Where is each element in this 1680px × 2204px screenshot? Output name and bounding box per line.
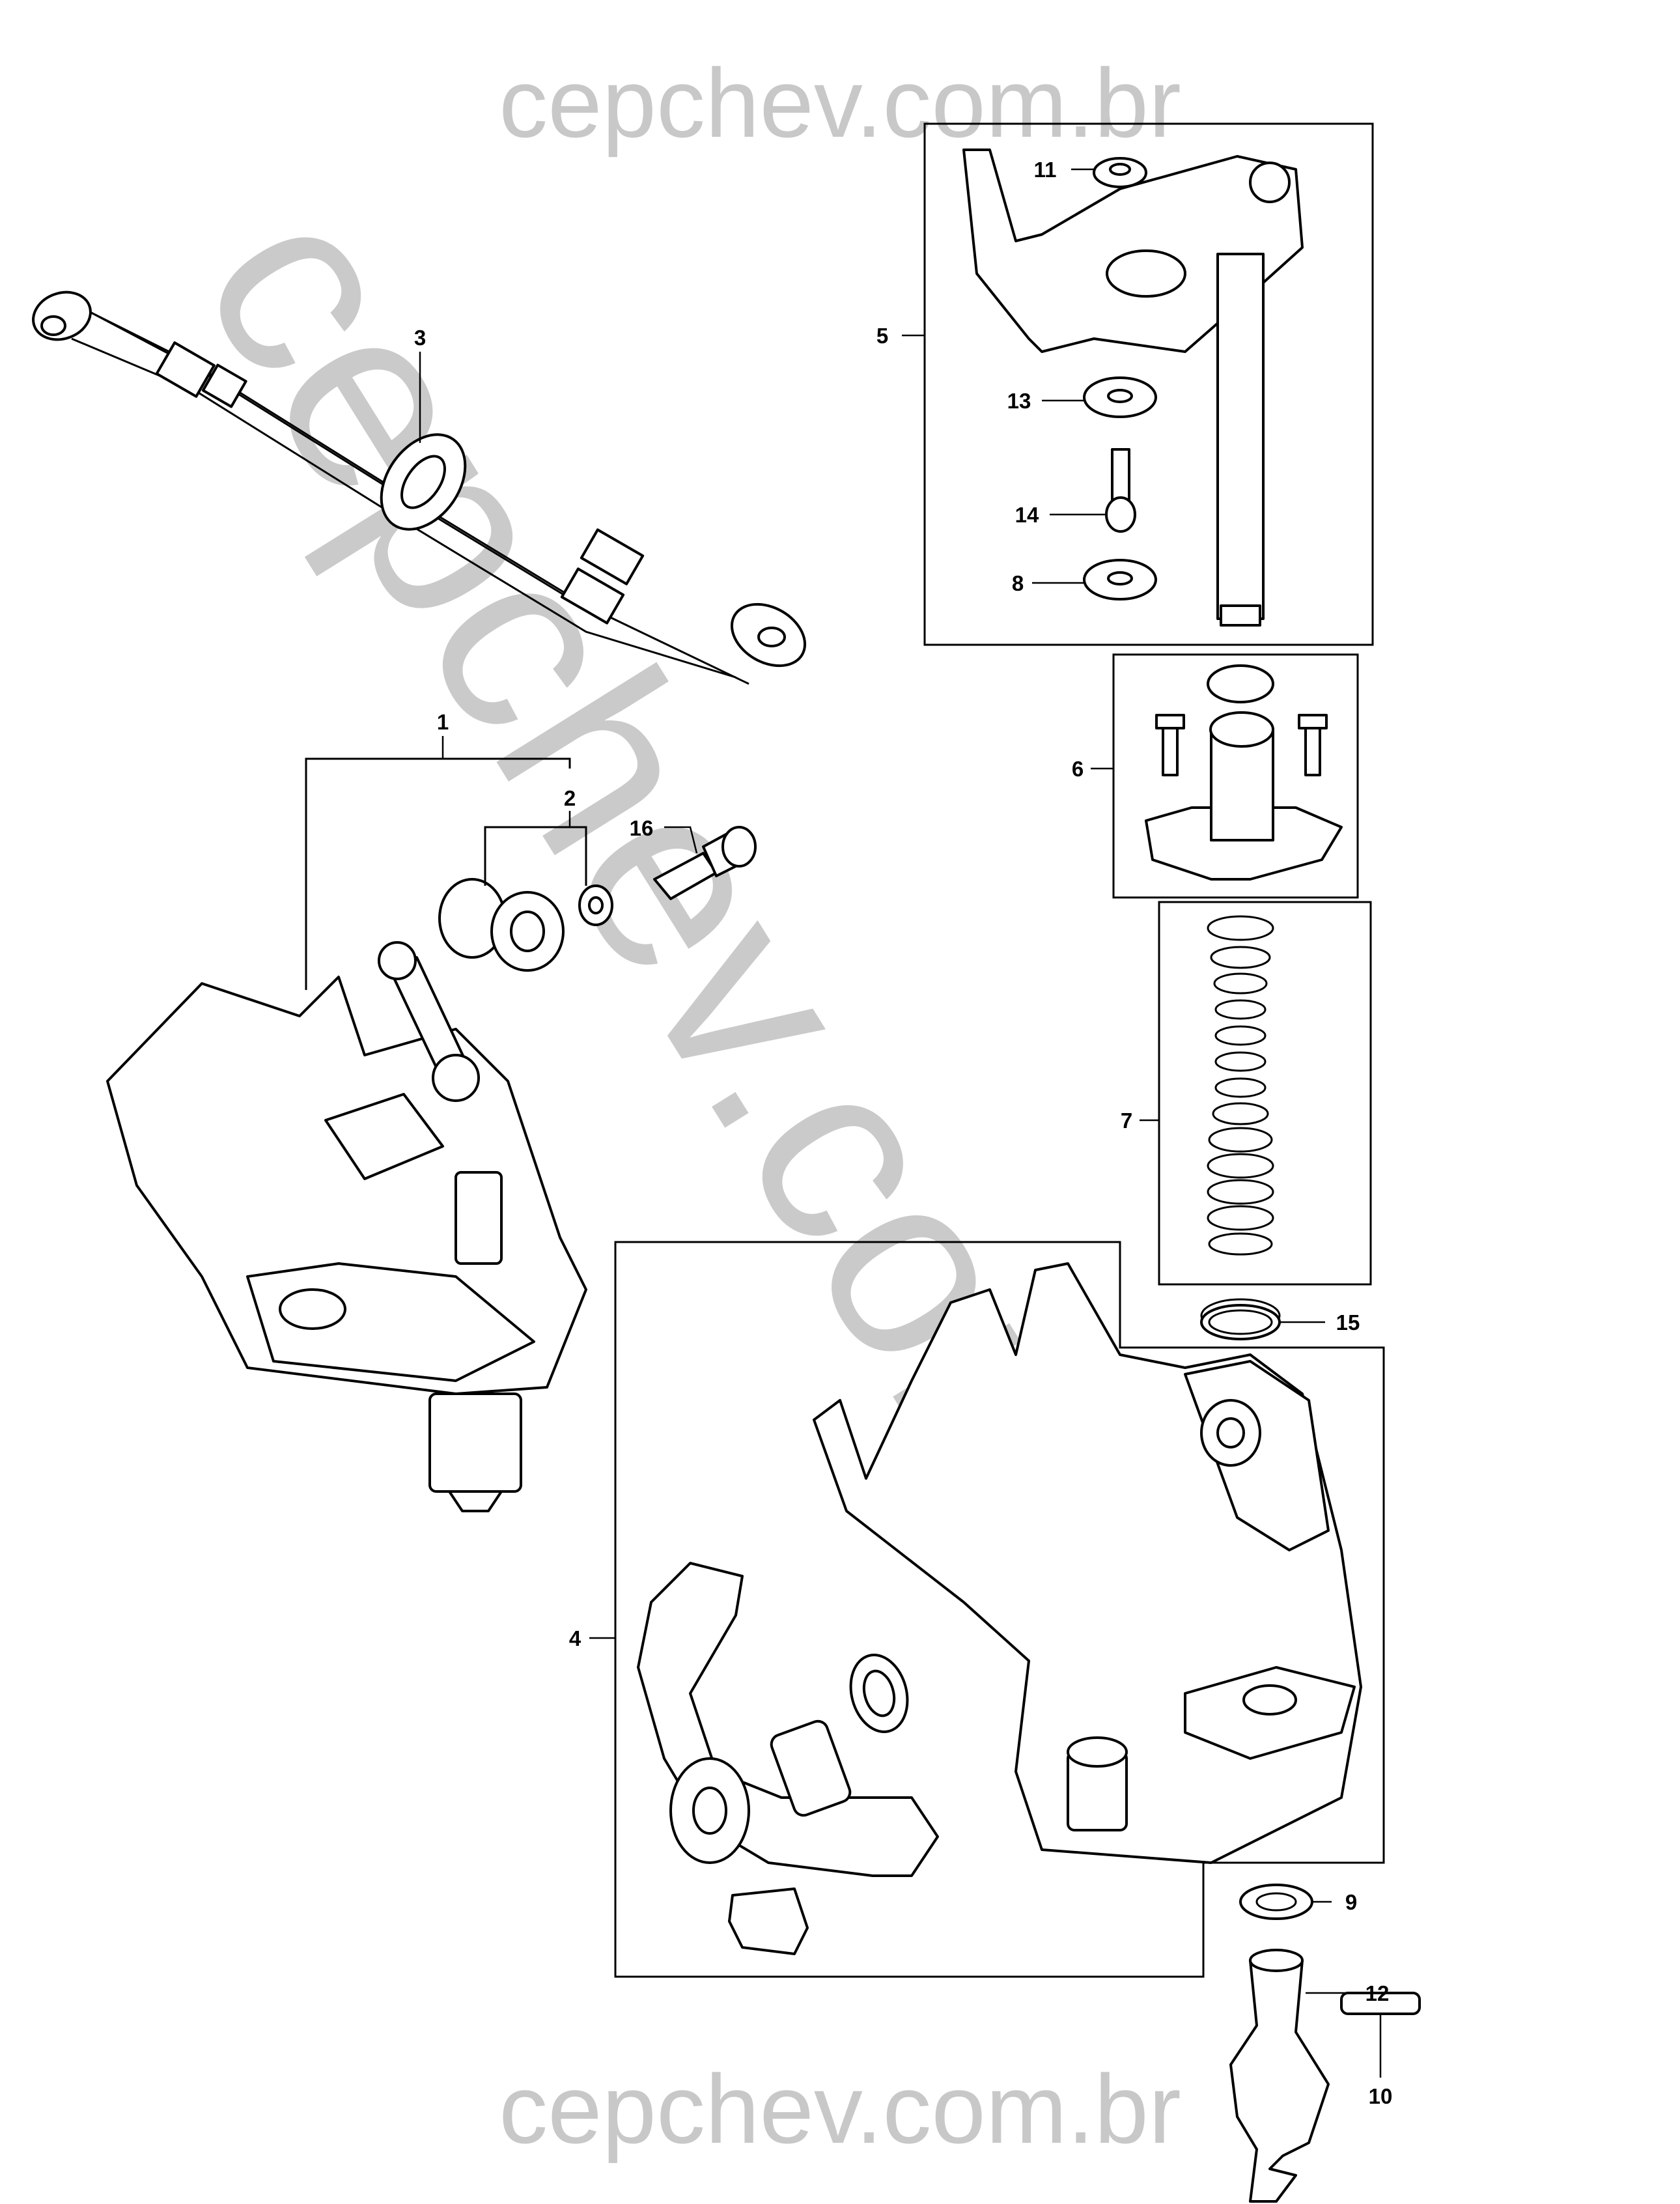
callout-1: 1	[437, 710, 449, 734]
callout-11: 11	[1034, 158, 1057, 182]
bushing-and-pin-set	[438, 826, 757, 972]
callout-14: 14	[1015, 503, 1039, 527]
group-box-7	[1158, 901, 1372, 1286]
callout-13: 13	[1007, 389, 1031, 413]
callout-15: 15	[1336, 1310, 1360, 1335]
callout-12: 12	[1365, 1981, 1390, 2005]
bearing-housing	[1145, 664, 1343, 881]
callout-8: 8	[1012, 571, 1024, 595]
washer-9	[1239, 1884, 1313, 1920]
shifter-housing-assembly	[106, 941, 587, 1512]
shift-finger-12	[1229, 1959, 1330, 2203]
watermark-bottom: cepchev.com.br	[499, 2054, 1181, 2164]
shift-cable-assembly	[32, 290, 807, 685]
callout-9: 9	[1345, 1890, 1357, 1914]
shifter-base-housing	[637, 1262, 1362, 1955]
leader-line-16	[664, 826, 698, 854]
callout-7: 7	[1121, 1109, 1132, 1133]
callout-10: 10	[1369, 2084, 1393, 2108]
callout-3: 3	[414, 326, 426, 350]
group-box-6	[1112, 653, 1359, 899]
group-box-5	[923, 122, 1374, 646]
callout-6: 6	[1072, 757, 1084, 781]
callout-16: 16	[630, 816, 654, 840]
group-box-1	[305, 757, 571, 990]
watermark-top: cepchev.com.br	[499, 48, 1181, 158]
group-box-2-bracket	[484, 826, 587, 886]
callout-4: 4	[569, 1626, 581, 1650]
group-box-4	[614, 1241, 1385, 1978]
shift-lever-assembly	[962, 148, 1304, 627]
callout-5: 5	[876, 324, 888, 348]
return-spring	[1200, 915, 1281, 1333]
callout-2: 2	[564, 786, 576, 810]
